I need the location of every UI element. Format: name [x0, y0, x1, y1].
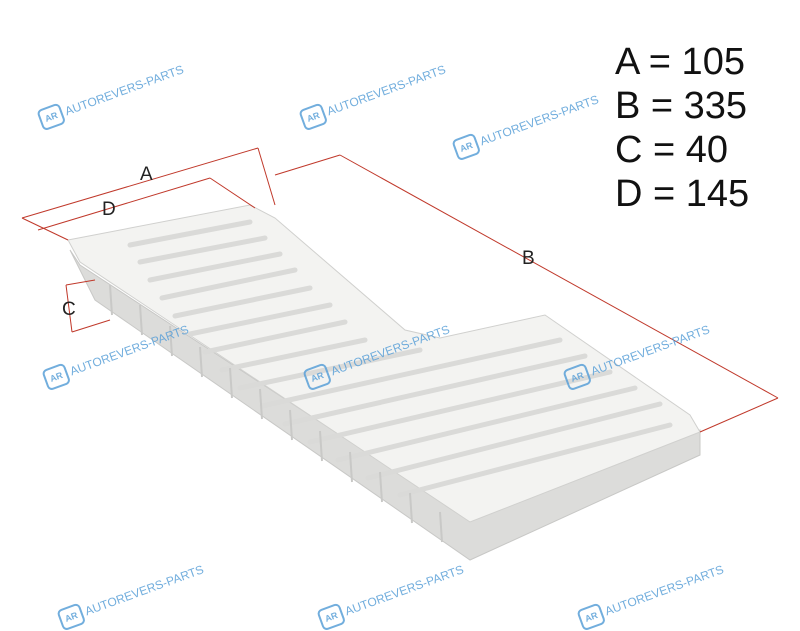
- dimension-c: C = 40: [615, 129, 729, 171]
- dimension-line-b: [339, 154, 779, 399]
- dimension-a: A = 105: [615, 41, 745, 83]
- label-c: C: [62, 299, 76, 320]
- dimension-list: A = 105 B = 335 C = 40 D = 145: [615, 40, 749, 216]
- ar-logo-icon: AR: [56, 602, 87, 631]
- dimension-d: D = 145: [615, 173, 750, 215]
- filter-fins: [109, 284, 443, 543]
- filter-pleats: [127, 219, 673, 498]
- dimension-line-a: [21, 147, 259, 219]
- dimension-line-d: [37, 177, 211, 231]
- filter-front-face: [69, 249, 701, 561]
- label-d: D: [102, 199, 116, 220]
- ar-logo-icon: AR: [576, 602, 607, 631]
- dimension-b: B = 335: [615, 85, 748, 127]
- air-filter-drawing: [21, 147, 779, 561]
- dimension-line-c: [65, 284, 73, 333]
- label-a: A: [140, 164, 153, 185]
- label-b: B: [522, 248, 535, 269]
- ar-logo-icon: AR: [316, 602, 347, 631]
